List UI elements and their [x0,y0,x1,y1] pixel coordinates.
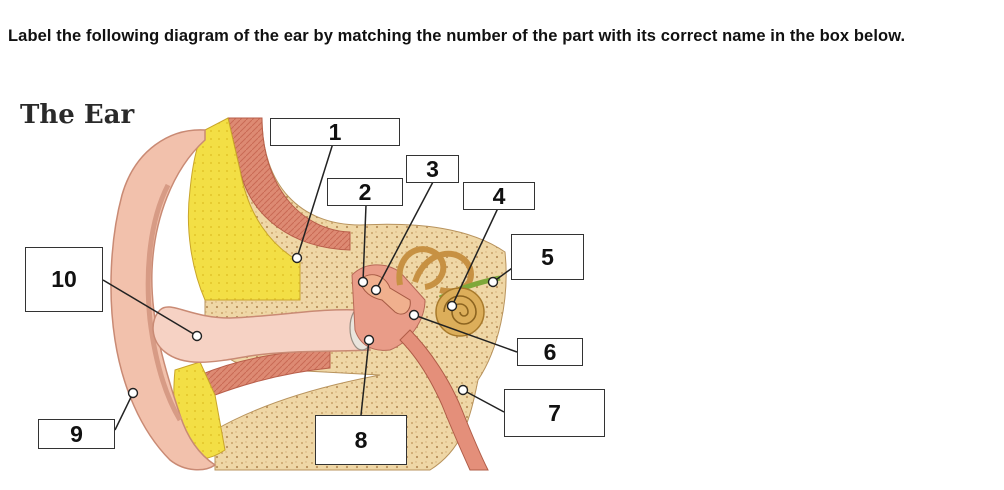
eustachian-tube [399,329,489,471]
label-box-7[interactable]: 7 [504,389,605,437]
label-box-10[interactable]: 10 [25,247,103,312]
label-box-1[interactable]: 1 [270,118,400,146]
label-box-5[interactable]: 5 [511,234,584,280]
upper-muscle-band [227,117,351,251]
label-box-4[interactable]: 4 [463,182,535,210]
ossicles [359,274,411,315]
label-box-9[interactable]: 9 [38,419,115,449]
diagram-title: The Ear [20,100,135,130]
auricle [110,129,217,471]
instructions-text: Label the following diagram of the ear b… [8,27,906,45]
pointer-dots [127,252,499,399]
label-box-6[interactable]: 6 [517,338,583,366]
upper-cartilage [187,117,301,301]
label-box-8[interactable]: 8 [315,415,407,465]
leader-lines [102,139,518,431]
ear-canal [152,306,371,363]
lower-muscle-band [199,349,331,396]
label-box-2[interactable]: 2 [327,178,403,206]
auricle-fold [145,183,183,422]
label-box-3[interactable]: 3 [406,155,459,183]
cochlea [435,287,485,337]
